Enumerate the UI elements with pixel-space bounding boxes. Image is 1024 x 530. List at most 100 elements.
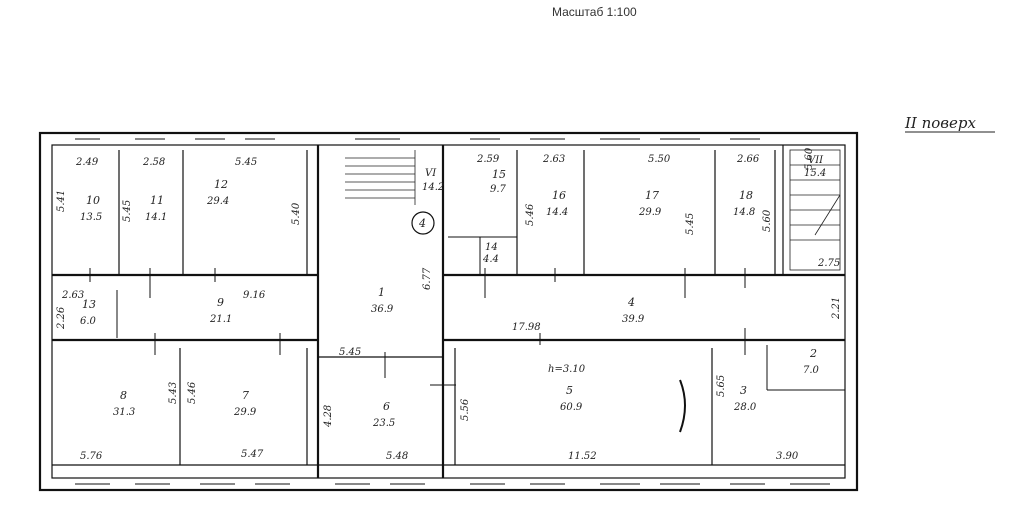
openings [317,275,444,340]
svg-text:15.4: 15.4 [804,168,826,179]
room-VII: VII 15.4 [804,155,826,179]
svg-text:3: 3 [740,384,747,397]
svg-text:13.5: 13.5 [80,212,102,223]
inner-outer-wall [51,144,846,479]
svg-text:5.56: 5.56 [460,398,471,421]
svg-text:2.26: 2.26 [56,306,67,330]
svg-text:5.60: 5.60 [762,209,773,232]
room-8: 831.3 [113,389,135,418]
svg-text:VII: VII [808,155,824,166]
room-7: 729.9 [233,389,257,418]
svg-text:5.45: 5.45 [235,157,257,168]
windows [75,138,830,485]
room-2: 27.0 [803,347,820,376]
svg-text:36.9: 36.9 [371,304,394,315]
svg-text:5.60: 5.60 [804,147,815,170]
svg-text:5.46: 5.46 [525,203,536,226]
svg-text:16: 16 [552,189,566,202]
svg-text:7: 7 [242,389,249,402]
room-11: 11 14.1 [145,194,167,223]
svg-text:17: 17 [645,189,659,202]
svg-text:2.21: 2.21 [831,297,842,320]
svg-text:2.49: 2.49 [75,157,99,168]
room-9: 921.1 [209,296,232,325]
svg-text:2: 2 [809,347,817,360]
svg-text:5.43: 5.43 [168,382,179,404]
svg-text:12: 12 [214,178,228,191]
svg-text:15: 15 [492,168,506,181]
svg-text:2.59: 2.59 [476,154,500,165]
svg-text:4: 4 [627,296,635,309]
svg-text:6.0: 6.0 [80,316,97,327]
staircase-right [789,149,841,271]
room-3: 328.0 [733,384,757,413]
floor-label: II поверх [904,114,977,132]
svg-text:14.8: 14.8 [733,207,755,218]
ceiling-height: h=3.10 [548,364,586,375]
svg-text:28.0: 28.0 [733,402,757,413]
svg-text:29.9: 29.9 [638,207,662,218]
stair-marker-circle [411,211,435,235]
scale-label: Масштаб 1:100 [552,5,637,19]
svg-text:5.65: 5.65 [716,375,727,397]
dimension-labels: 2.49 2.58 5.45 5.41 5.45 5.40 2.59 2.63 … [56,147,842,462]
stair-marker: 4 [418,217,426,230]
svg-text:18: 18 [739,189,753,202]
svg-text:10: 10 [86,194,100,207]
svg-text:9.7: 9.7 [490,184,507,195]
svg-text:9.16: 9.16 [243,290,266,301]
svg-text:2.63: 2.63 [542,154,565,165]
svg-text:29.9: 29.9 [233,407,257,418]
room-4: 439.9 [622,296,645,325]
svg-text:29.4: 29.4 [206,196,229,207]
room-15: 159.7 [490,168,507,195]
svg-text:1: 1 [378,286,385,299]
room-6: 623.5 [372,400,395,429]
room-14: 144.4 [482,242,499,265]
svg-text:5.40: 5.40 [291,202,302,225]
svg-text:14.1: 14.1 [145,212,167,223]
svg-text:17.98: 17.98 [512,322,541,333]
svg-text:5.45: 5.45 [339,347,361,358]
svg-text:14.4: 14.4 [546,207,568,218]
svg-text:5.47: 5.47 [241,449,264,460]
room-16: 16 14.4 [546,189,568,218]
screen-partition [679,379,686,433]
svg-text:5.45: 5.45 [122,200,133,222]
svg-text:13: 13 [82,298,96,311]
room-12: 12 29.4 [206,178,229,207]
svg-text:2.66: 2.66 [736,154,760,165]
svg-text:4.28: 4.28 [323,405,334,428]
svg-text:5.45: 5.45 [685,213,696,235]
svg-text:2.58: 2.58 [142,157,165,168]
room-5: 560.9 [560,384,583,413]
svg-text:21.1: 21.1 [209,314,232,325]
svg-text:9: 9 [217,296,224,309]
svg-text:3.90: 3.90 [776,451,799,462]
svg-text:60.9: 60.9 [560,402,583,413]
door-ticks [89,268,746,386]
svg-text:VI: VI [425,168,437,179]
room-17: 17 29.9 [638,189,662,218]
svg-text:5.48: 5.48 [386,451,408,462]
svg-text:7.0: 7.0 [803,365,820,376]
svg-text:5.50: 5.50 [648,154,671,165]
svg-text:31.3: 31.3 [113,407,135,418]
svg-text:23.5: 23.5 [372,418,395,429]
svg-text:2.63: 2.63 [61,290,84,301]
room-10: 10 13.5 [80,194,102,223]
svg-text:39.9: 39.9 [622,314,645,325]
svg-text:6.77: 6.77 [422,267,433,290]
svg-text:8: 8 [120,389,127,402]
svg-text:11: 11 [150,194,164,207]
outer-wall [38,131,859,492]
svg-text:2.75: 2.75 [817,258,840,269]
svg-text:5.46: 5.46 [187,381,198,404]
room-18: 18 14.8 [733,189,755,218]
svg-text:5.76: 5.76 [80,451,103,462]
walls [38,131,859,492]
room-1: 136.9 [371,286,394,315]
